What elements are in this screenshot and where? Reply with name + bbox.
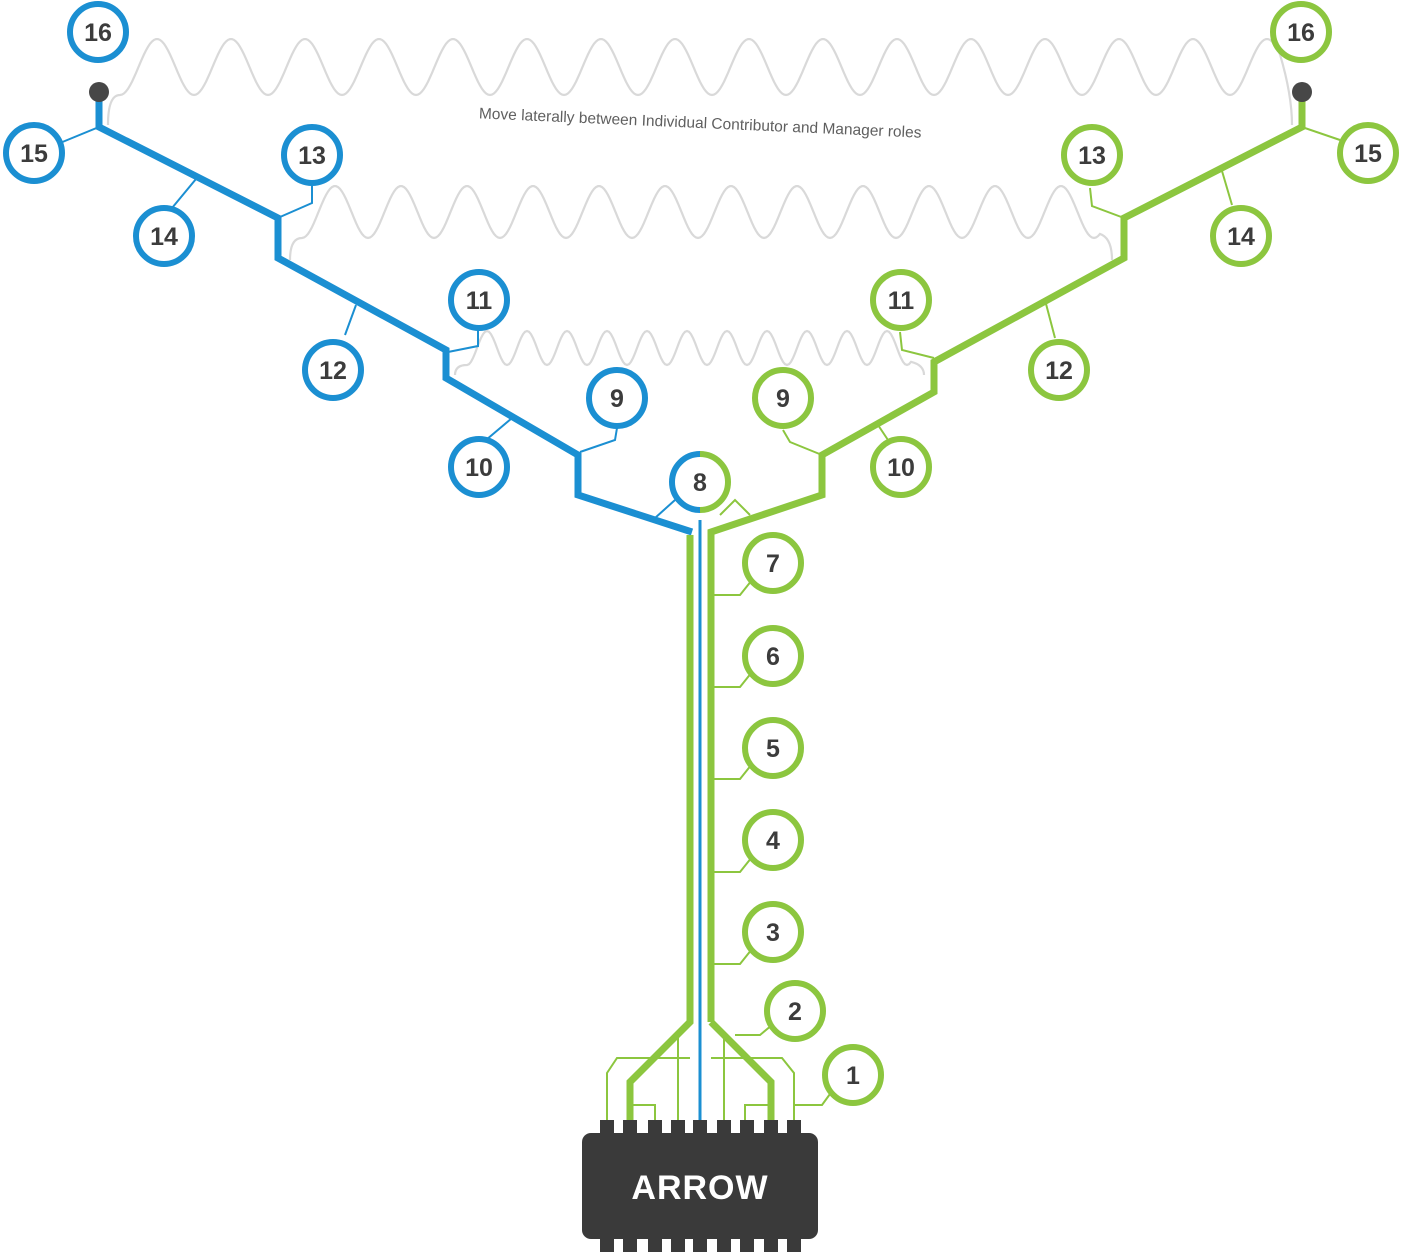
node-label: 10 (465, 454, 493, 482)
shared-level-node-2: 2 (764, 980, 826, 1042)
junction-level-node: 8 (669, 451, 731, 513)
arrow-chip: ARROW (582, 1120, 818, 1252)
lateral-move-caption: Move laterally between Individual Contri… (479, 105, 922, 141)
chip-pins-top (600, 1120, 801, 1136)
node-label: 2 (788, 998, 802, 1026)
node-label: 9 (776, 385, 790, 413)
chip-pin (740, 1120, 754, 1136)
node-label: 4 (766, 827, 780, 855)
ic-track (59, 92, 702, 1122)
chip-pin (600, 1236, 614, 1252)
ic-level-node-16: 16 (67, 1, 129, 63)
lateral-wave-inner (453, 329, 926, 376)
ic-level-node-15: 15 (3, 122, 65, 184)
node-label: 14 (150, 223, 178, 251)
node-label: 1 (846, 1062, 860, 1090)
manager-level-node-11: 11 (870, 269, 932, 331)
chip-pin (717, 1236, 731, 1252)
chip-pin (717, 1120, 731, 1136)
chip-pin (787, 1120, 801, 1136)
shared-level-node-1: 1 (822, 1044, 884, 1106)
shared-level-node-3: 3 (742, 901, 804, 963)
ic-level-node-14: 14 (133, 205, 195, 267)
manager-track-endpoint-dot (1292, 82, 1312, 102)
node-label: 16 (1287, 19, 1315, 47)
node-label: 13 (1078, 142, 1106, 170)
chip-pins-bottom (600, 1236, 801, 1252)
node-label: 12 (1045, 357, 1073, 385)
lateral-move-waves (106, 38, 1294, 376)
node-label: 13 (298, 142, 326, 170)
node-label: 12 (319, 357, 347, 385)
node-label: 11 (466, 287, 493, 315)
node-label: 7 (766, 550, 780, 578)
chip-pin (648, 1236, 662, 1252)
chip-pin (787, 1236, 801, 1252)
node-label: 5 (766, 735, 780, 763)
chip-pin (648, 1120, 662, 1136)
manager-level-node-16: 16 (1270, 1, 1332, 63)
manager-level-node-13: 13 (1061, 124, 1123, 186)
chip-pin (740, 1236, 754, 1252)
ic-level-node-12: 12 (302, 339, 364, 401)
node-label: 6 (766, 643, 780, 671)
manager-level-node-12: 12 (1028, 339, 1090, 401)
ic-level-node-13: 13 (281, 124, 343, 186)
shared-level-node-7: 7 (742, 532, 804, 594)
chip-body (582, 1133, 818, 1239)
shared-level-node-5: 5 (742, 717, 804, 779)
ic-level-node-9: 9 (586, 367, 648, 429)
chip-pin (671, 1236, 685, 1252)
manager-level-node-14: 14 (1210, 205, 1272, 267)
node-label: 16 (84, 19, 112, 47)
chip-pin (693, 1236, 707, 1252)
chip-pin (623, 1236, 637, 1252)
shared-level-node-6: 6 (742, 625, 804, 687)
chip-pin (671, 1120, 685, 1136)
node-label: 15 (1354, 140, 1382, 168)
chip-pin (693, 1120, 707, 1136)
chip-pin (600, 1120, 614, 1136)
manager-level-node-9: 9 (752, 367, 814, 429)
shared-level-node-4: 4 (742, 809, 804, 871)
arrow-logo: ARROW (631, 1169, 768, 1207)
chip-pin (764, 1236, 778, 1252)
node-label: 9 (610, 385, 624, 413)
node-label: 15 (20, 140, 48, 168)
node-label: 3 (766, 919, 780, 947)
chip-pin (764, 1120, 778, 1136)
node-label: 11 (888, 287, 915, 315)
manager-track (606, 92, 1341, 1122)
node-label: 10 (887, 454, 915, 482)
ic-level-node-11: 11 (448, 269, 510, 331)
manager-level-node-10: 10 (870, 436, 932, 498)
node-label: 8 (693, 469, 707, 497)
ic-track-endpoint-dot (89, 82, 109, 102)
lateral-wave-top (106, 38, 1294, 126)
chip-pin (623, 1120, 637, 1136)
ic-level-node-10: 10 (448, 436, 510, 498)
lateral-wave-middle (288, 185, 1114, 261)
node-label: 14 (1227, 223, 1255, 251)
manager-level-node-15: 15 (1337, 122, 1399, 184)
